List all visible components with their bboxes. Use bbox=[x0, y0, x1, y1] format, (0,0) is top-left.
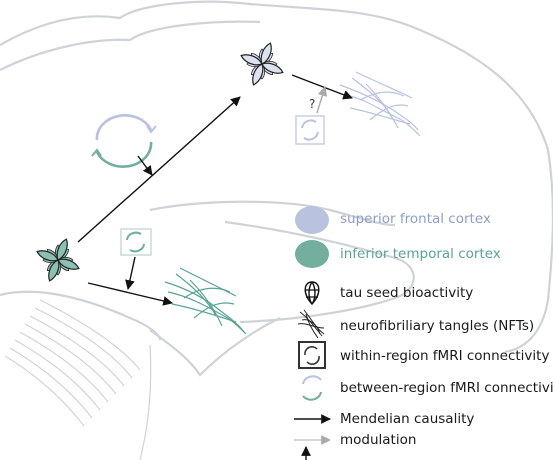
superior-frontal-tangle-icon bbox=[339, 71, 421, 137]
arrow-itc-seed-to-itc-tangle bbox=[87, 282, 173, 306]
between-region-connectivity-icon bbox=[91, 114, 157, 168]
legend-between-region-icon bbox=[302, 375, 322, 401]
legend-label-inferior-temporal: inferior temporal cortex bbox=[340, 246, 501, 262]
legend-sfc-swatch bbox=[295, 206, 329, 234]
legend-label-nfts: neurofibriliary tangles (NFTs) bbox=[340, 318, 535, 334]
legend-label-mendelian: Mendelian causality bbox=[340, 411, 475, 427]
brain-outline bbox=[0, 0, 553, 377]
modulation-question-mark: ? bbox=[309, 97, 316, 111]
legend-label-modulation: modulation bbox=[340, 432, 417, 448]
arrow-within-itc-to-causal-line bbox=[125, 256, 136, 290]
legend-label-between-region: between-region fMRI connectivity bbox=[340, 380, 553, 396]
inferior-temporal-tangle-icon bbox=[164, 267, 247, 335]
legend-tangle-icon bbox=[297, 309, 325, 339]
legend-symbols bbox=[294, 206, 331, 460]
arrow-connectivity-to-causal-line bbox=[137, 155, 153, 176]
legend-within-region-icon bbox=[298, 341, 326, 369]
legend-label-within-region: within-region fMRI connectivity bbox=[340, 348, 550, 364]
legend-itc-swatch bbox=[295, 240, 329, 268]
inferior-temporal-seed-icon bbox=[35, 237, 81, 283]
legend-label-superior-frontal: superior frontal cortex bbox=[340, 211, 491, 227]
legend-label-tau-seed: tau seed bioactivity bbox=[340, 285, 474, 301]
within-region-connectivity-itc-icon bbox=[120, 228, 152, 256]
modulation-arrow bbox=[316, 86, 328, 114]
within-region-connectivity-sfc-icon bbox=[295, 115, 325, 145]
arrow-itc-seed-to-sfc-seed bbox=[77, 96, 241, 243]
legend-tau-seed-icon bbox=[304, 281, 320, 306]
cerebellum-lines bbox=[4, 299, 152, 460]
superior-frontal-seed-icon bbox=[239, 41, 285, 87]
